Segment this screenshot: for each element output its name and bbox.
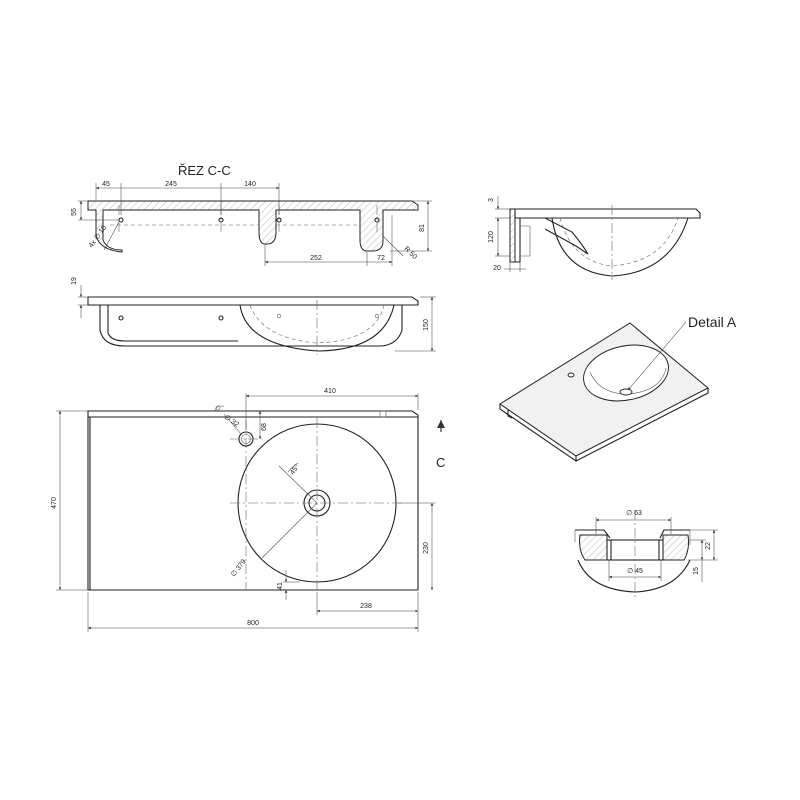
dim-150: 150 [423, 319, 430, 331]
section-marker: C [436, 455, 445, 470]
mount-hole [118, 217, 124, 223]
dim-3: 3 [488, 198, 495, 202]
dim-81-left: 81 [419, 224, 426, 232]
dim-800: 800 [247, 620, 259, 627]
dim-72: 72 [377, 255, 385, 262]
front-view: 19 150 [71, 277, 436, 355]
dim-55: 55 [71, 208, 78, 216]
section-profile [87, 200, 419, 253]
mount-hole [118, 315, 124, 321]
dim-140: 140 [244, 181, 256, 188]
dim-410: 410 [324, 388, 336, 395]
section-view-cc: ŘEZ C-C 45 245 140 55 4x ∅ 10 [71, 163, 432, 266]
front-apron [99, 305, 403, 347]
dim-379: ∅ 379 [230, 558, 248, 578]
basin-bowl-front [239, 304, 395, 352]
dim-238: 238 [360, 603, 372, 610]
dim-120: 120 [488, 231, 495, 243]
basin-bowl-hidden [249, 304, 385, 344]
dim-230: 230 [423, 542, 430, 554]
overflow-channel [544, 217, 589, 255]
dim-245: 245 [165, 181, 177, 188]
detail-dim-15: 15 [693, 567, 700, 575]
dim-r50: R 50 [403, 245, 418, 260]
dim-252: 252 [310, 255, 322, 262]
detail-label: Detail A [688, 314, 737, 330]
bracket-arm [515, 217, 521, 263]
isometric-view: Detail A [499, 314, 737, 463]
wall-bracket [509, 208, 516, 263]
dim-32: ∅ 32 [223, 414, 240, 429]
side-view: 3 120 20 [488, 196, 701, 280]
iso-tap-hole [567, 372, 575, 378]
countertop-edge [87, 296, 419, 306]
mount-hole [218, 315, 224, 321]
detail-rim-right [659, 529, 690, 539]
dim-20: 20 [493, 265, 501, 272]
detail-dim-63: ∅ 63 [626, 510, 642, 517]
iso-basin-rim [583, 344, 669, 402]
dim-45: 45 [102, 181, 110, 188]
detail-hatch-left [579, 534, 608, 561]
detail-dim-45: ∅ 45 [627, 568, 643, 575]
dim-19: 19 [71, 277, 78, 285]
detail-a-view: ∅ 63 ∅ 45 22 15 [574, 510, 718, 600]
iso-drain [619, 388, 633, 396]
detail-hatch-right [662, 534, 689, 561]
side-countertop [514, 208, 701, 219]
mount-hole [218, 217, 224, 223]
side-basin [551, 217, 689, 277]
detail-dim-22: 22 [705, 542, 712, 550]
dim-angle: 45° [288, 463, 301, 476]
dim-470: 470 [51, 497, 58, 509]
iso-right-edge [575, 388, 709, 462]
iso-front-edge [499, 404, 577, 463]
front-apron-inner [107, 305, 238, 342]
section-title: ŘEZ C-C [178, 163, 231, 178]
side-basin-hidden [559, 217, 679, 267]
countertop-outline [87, 410, 419, 591]
detail-rim-left [575, 529, 611, 539]
mount-hole [374, 217, 380, 223]
dim-68: 68 [261, 423, 268, 431]
bracket-plate [520, 225, 531, 257]
mount-hole [276, 217, 282, 223]
dim-41: 41 [277, 582, 284, 590]
plan-view: 410 470 800 238 230 41 68 ∅ 32 ∅ 379 [51, 388, 445, 632]
detail-bowl [577, 559, 691, 593]
